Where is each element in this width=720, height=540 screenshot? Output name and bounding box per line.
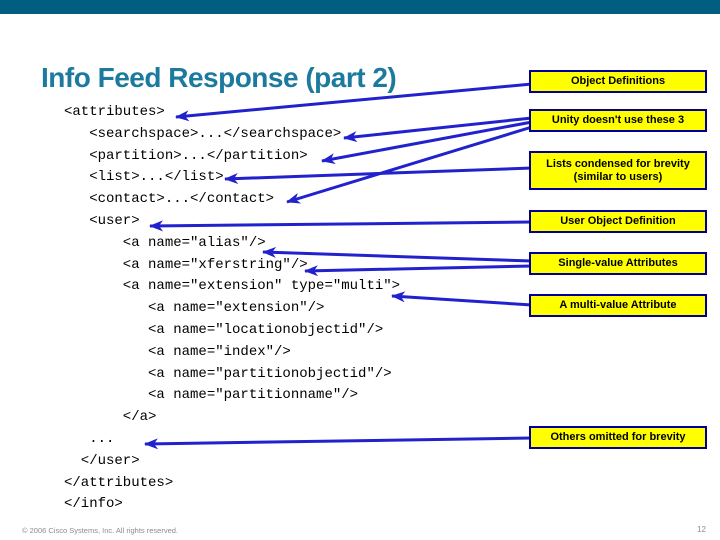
callout-multi-value: A multi-value Attribute — [529, 294, 707, 317]
top-accent-bar — [0, 0, 720, 14]
code-line: </attributes> — [64, 474, 174, 491]
code-line: <searchspace>...</searchspace> — [64, 125, 342, 142]
callout-unity-unused: Unity doesn't use these 3 — [529, 109, 707, 132]
callout-label: Others omitted for brevity — [550, 431, 686, 443]
code-line: <attributes> — [64, 104, 165, 120]
page-title: Info Feed Response (part 2) — [41, 62, 397, 93]
callout-label: Object Definitions — [570, 75, 666, 87]
callout-label: Single-value Attributes — [558, 257, 678, 269]
code-line: <a name="extension"/> — [64, 300, 325, 317]
code-line: <a name="alias"/> — [64, 234, 266, 251]
copyright-text: © 2006 Cisco Systems, Inc. All rights re… — [22, 526, 179, 535]
code-line: </info> — [64, 496, 123, 513]
code-line: <a name="index"/> — [64, 343, 291, 360]
callout-single-value: Single-value Attributes — [529, 252, 707, 275]
code-line: <a name="locationobjectid"/> — [64, 321, 384, 338]
callout-lists-condensed: Lists condensed for brevity (similar to … — [529, 151, 707, 190]
code-line: <a name="xferstring"/> — [64, 256, 308, 273]
callout-object-definitions: Object Definitions — [529, 70, 707, 93]
xml-code-block: <attributes> <searchspace>...</searchspa… — [64, 102, 400, 516]
callout-others-omitted: Others omitted for brevity — [529, 426, 707, 449]
code-line: ... — [64, 430, 115, 447]
code-line: <a name="partitionname"/> — [64, 387, 359, 404]
callout-label: User Object Definition — [560, 215, 676, 227]
callout-user-object: User Object Definition — [529, 210, 707, 233]
code-line: <contact>...</contact> — [64, 191, 275, 208]
code-line: <partition>...</partition> — [64, 147, 308, 164]
code-line: </a> — [64, 409, 157, 426]
code-line: <list>...</list> — [64, 169, 224, 186]
page-number: 12 — [697, 525, 706, 534]
connector-arrow-multi — [391, 291, 533, 307]
callout-label: Unity doesn't use these 3 — [551, 114, 685, 126]
code-line: <user> — [64, 212, 140, 229]
code-line: </user> — [64, 452, 140, 469]
code-line: <a name="partitionobjectid"/> — [64, 365, 392, 382]
callout-label: A multi-value Attribute — [559, 299, 677, 311]
callout-label: Lists condensed for brevity (similar to … — [546, 157, 690, 183]
code-line: <a name="extension" type="multi"> — [64, 278, 401, 295]
